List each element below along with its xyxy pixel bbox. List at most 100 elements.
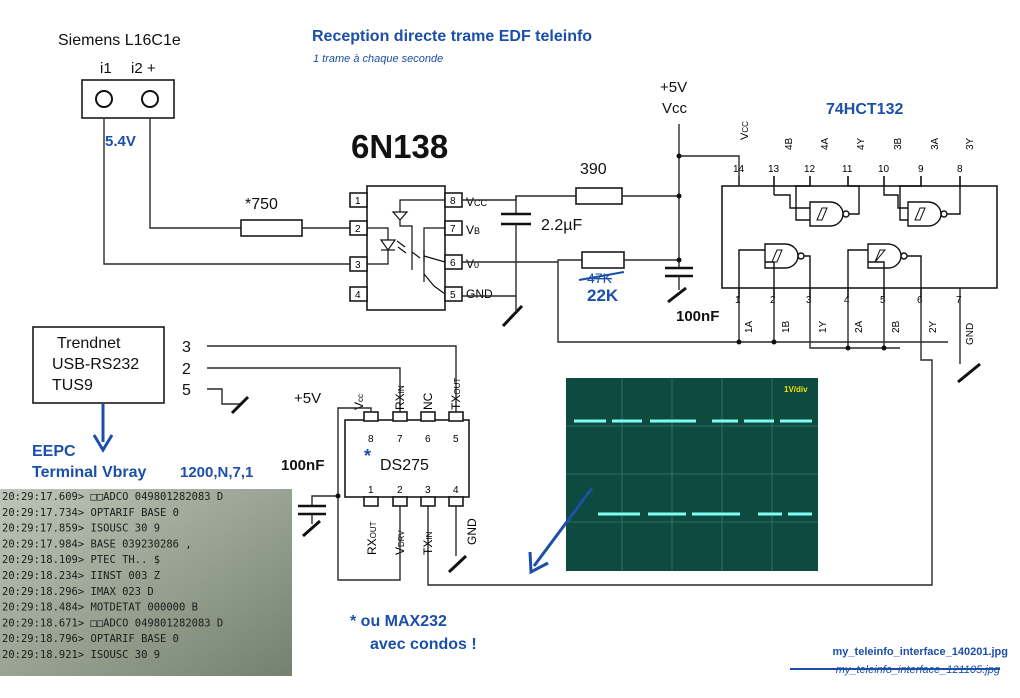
wire-i1-to-pin3 [103,118,350,265]
wire-2y-to-txin [427,298,933,586]
ground-right-cap-icon [667,286,687,304]
svg-text:1: 1 [355,196,361,207]
meter-terminal-i1: i1 [100,60,112,77]
optocoupler-left-pins: 1 2 3 4 [349,192,368,302]
ds275-body [344,419,470,498]
ground-nand-icon [957,362,981,384]
svg-text:1: 1 [368,485,374,496]
opto-pin-vcc-label: VCC [466,195,488,209]
svg-text:TXIN: TXIN [421,531,435,555]
svg-text:12: 12 [804,164,816,175]
junction-2a [845,345,851,351]
svg-text:7: 7 [397,434,403,445]
terminal-log-line: 20:29:17.859> ISOUSC 30 9 [2,523,160,535]
svg-text:6: 6 [425,434,431,445]
junction-1b [771,339,777,345]
filename-current: my_teleinfo_interface_140201.jpg [833,646,1008,658]
svg-text:3: 3 [425,485,431,496]
wire-vo-to-nand [557,262,948,343]
optocoupler-body [366,185,446,311]
optocoupler-internal-diode-icon [367,199,446,295]
db-pin-3: 3 [182,339,191,356]
terminal-screw-i1-icon [95,90,113,108]
resistor-750-label: *750 [245,196,278,213]
junction-390 [676,193,682,199]
svg-text:1: 1 [735,295,741,306]
capacitor-100nf-left-label: 100nF [281,457,324,474]
opto-pin-gnd-label: GND [466,287,493,301]
wire-vcc-to-pin14 [679,155,740,186]
terminal-settings: 1200,N,7,1 [180,464,253,481]
junction-22k [676,257,682,263]
opto-pin-vb-label: VB [466,223,480,237]
svg-text:8: 8 [957,164,963,175]
nand-vcc-label: VCC [739,121,751,140]
nand-gate-icons [738,176,961,298]
optocoupler-right-pins: 8 7 6 5 [444,192,463,302]
svg-text:RXOUT: RXOUT [365,521,379,555]
svg-text:5: 5 [880,295,886,306]
junction-2b [881,345,887,351]
svg-text:1Y: 1Y [818,320,829,333]
oscilloscope-screen [566,378,818,571]
svg-text:1B: 1B [781,320,792,333]
oscilloscope-traces [574,419,812,516]
svg-text:5: 5 [453,434,459,445]
svg-text:2: 2 [397,485,403,496]
wire-cap-left [311,495,338,506]
nand-chip-name: 74HCT132 [826,101,903,118]
terminal-photo-shade [0,489,292,676]
terminal-screw-i2-icon [141,90,159,108]
svg-text:4: 4 [453,485,459,496]
ground-left-cap-icon [302,519,321,538]
terminal-log-line: 20:29:18.296> IMAX 023 D [2,586,154,598]
svg-text:4: 4 [355,290,361,301]
resistor-750 [240,219,303,237]
resistor-old-value: 47K [587,270,613,286]
arrow-head-adapter-icon [92,434,114,453]
wire-db3-to-txout [207,345,457,412]
terminal-log-line: 20:29:17.609> □□ADCO 049801282083 D [2,491,223,503]
svg-text:2A: 2A [854,320,865,333]
arrow-scope-icon [532,487,594,567]
terminal-log: 20:29:17.609> □□ADCO 049801282083 D 20:29… [2,491,223,661]
svg-text:RXIN: RXIN [393,385,407,410]
svg-text:Vcc: Vcc [352,394,366,410]
svg-text:6: 6 [917,295,923,306]
svg-text:3: 3 [806,295,812,306]
svg-text:5: 5 [450,290,456,301]
svg-text:4A: 4A [820,137,831,150]
meter-name: Siemens L16C1e [58,32,181,49]
svg-text:4B: 4B [784,137,795,150]
title: Reception directe trame EDF teleinfo [312,28,592,45]
terminal-log-line: 20:29:18.234> IINST 003 Z [2,570,160,582]
svg-text:2Y: 2Y [928,320,939,333]
svg-text:6: 6 [450,258,456,269]
svg-text:GND: GND [465,518,479,545]
svg-text:8: 8 [450,196,456,207]
svg-text:7: 7 [956,295,962,306]
svg-text:4Y: 4Y [856,137,867,150]
wire-pin6-to-22k [462,259,582,263]
svg-text:9: 9 [918,164,924,175]
optocoupler-name: 6N138 [351,128,448,165]
note-line1: * ou MAX232 [350,613,447,630]
svg-text:3Y: 3Y [965,137,976,150]
db-pin-2: 2 [182,361,191,378]
svg-text:TXOUT: TXOUT [449,378,463,410]
terminal-log-line: 20:29:18.796> OPTARIF BASE 0 [2,633,179,645]
svg-text:10: 10 [878,164,890,175]
usb-rs232-adapter [32,326,165,404]
terminal-log-line: 20:29:17.734> OPTARIF BASE 0 [2,507,179,519]
svg-text:14: 14 [733,164,745,175]
ds275-star: * [364,446,371,466]
wire-nand-2ab [847,298,885,348]
svg-text:7: 7 [450,224,456,235]
svg-text:3B: 3B [893,137,904,150]
supply-right-vcc: Vcc [662,100,688,117]
capacitor-100nf-right-label: 100nF [676,308,719,325]
